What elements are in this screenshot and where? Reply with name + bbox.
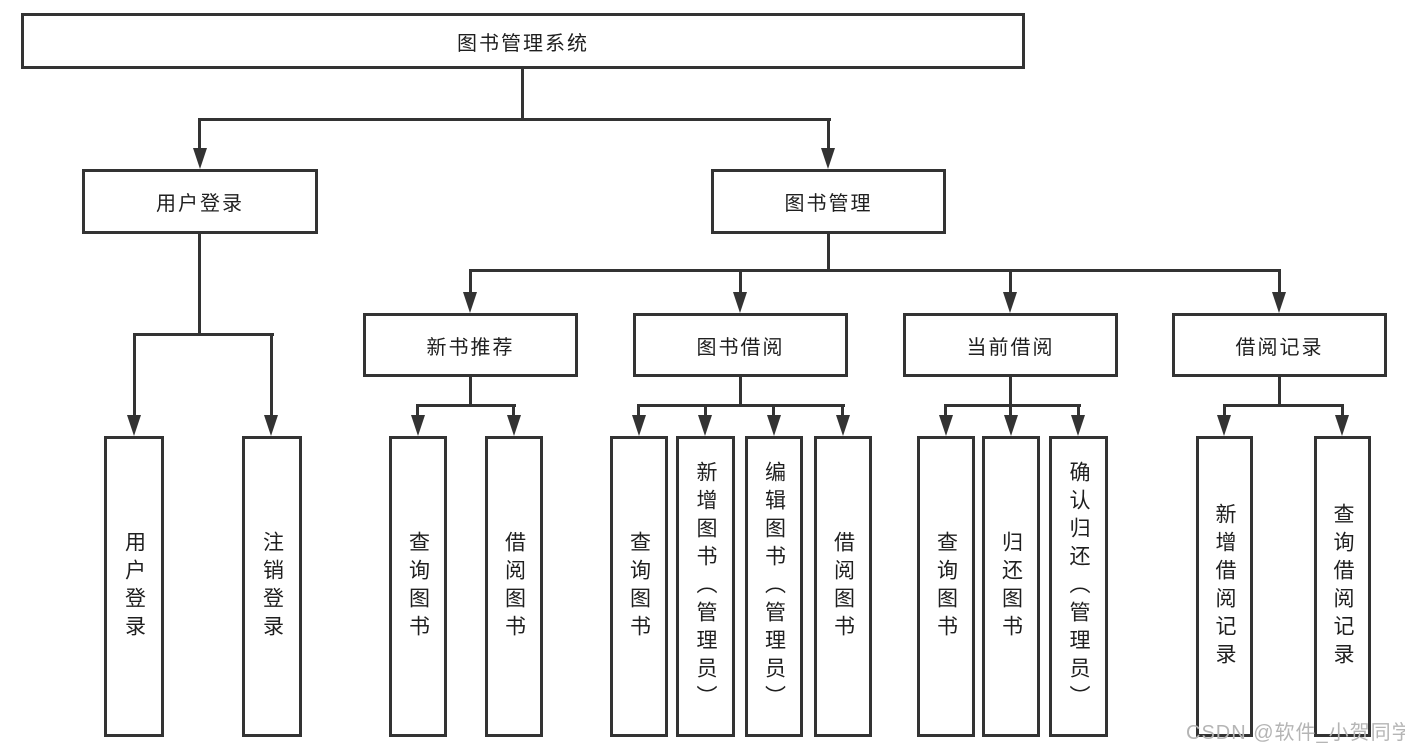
connector-line [198,121,201,149]
connector-line [416,406,419,416]
node-current-borrow: 当前借阅 [903,313,1118,377]
connector-line [637,406,640,416]
connector-line [521,69,524,118]
arrow-down-icon [939,415,953,436]
connector-line [469,269,1281,272]
leaf-query-books-recommend: 查询图书 [389,436,447,737]
connector-line [198,118,831,121]
node-book-management: 图书管理 [711,169,946,234]
connector-line [772,406,775,416]
arrow-down-icon [264,415,278,436]
node-new-book-recommend: 新书推荐 [363,313,578,377]
connector-line [704,406,707,416]
connector-line [198,234,201,335]
arrow-down-icon [507,415,521,436]
connector-line [1223,404,1344,407]
arrow-down-icon [698,415,712,436]
leaf-add-borrow-record: 新增借阅记录 [1196,436,1253,737]
watermark: CSDN @软件_小贺同学 [1186,722,1405,744]
arrow-down-icon [1004,415,1018,436]
leaf-query-borrow-record: 查询借阅记录 [1314,436,1371,737]
connector-line [512,406,515,416]
arrow-down-icon [127,415,141,436]
leaf-query-books-borrow: 查询图书 [610,436,668,737]
leaf-confirm-return-admin: 确认归还（管理员） [1049,436,1108,737]
connector-line [1077,406,1080,416]
connector-line [944,404,1081,407]
connector-line [944,406,947,416]
connector-line [1278,272,1281,293]
connector-line [1341,406,1344,416]
leaf-return-books: 归还图书 [982,436,1040,737]
arrow-down-icon [1272,292,1286,313]
node-user-login: 用户登录 [82,169,318,234]
leaf-query-books-current: 查询图书 [917,436,975,737]
arrow-down-icon [1217,415,1231,436]
connector-line [637,404,845,407]
connector-line [1009,377,1012,406]
leaf-borrow-books-recommend: 借阅图书 [485,436,543,737]
leaf-borrow-books: 借阅图书 [814,436,872,737]
arrow-down-icon [1071,415,1085,436]
node-library-system: 图书管理系统 [21,13,1025,69]
arrow-down-icon [733,292,747,313]
arrow-down-icon [1003,292,1017,313]
arrow-down-icon [767,415,781,436]
connector-line [469,377,472,406]
arrow-down-icon [411,415,425,436]
connector-line [133,333,274,336]
leaf-user-login: 用户登录 [104,436,164,737]
leaf-add-books-admin: 新增图书（管理员） [676,436,735,737]
arrow-down-icon [193,148,207,169]
arrow-down-icon [1335,415,1349,436]
connector-line [827,234,830,272]
connector-line [841,406,844,416]
connector-line [133,336,136,416]
node-book-borrow: 图书借阅 [633,313,848,377]
node-borrow-records: 借阅记录 [1172,313,1387,377]
connector-line [739,377,742,406]
connector-line [416,404,516,407]
connector-line [1009,272,1012,293]
arrow-down-icon [463,292,477,313]
arrow-down-icon [836,415,850,436]
connector-line [270,336,273,416]
connector-line [469,272,472,293]
connector-line [1278,377,1281,406]
connector-line [739,272,742,293]
connector-line [1223,406,1226,416]
connector-line [1009,406,1012,416]
arrow-down-icon [821,148,835,169]
leaf-logout: 注销登录 [242,436,302,737]
connector-line [827,121,830,149]
leaf-edit-books-admin: 编辑图书（管理员） [745,436,803,737]
arrow-down-icon [632,415,646,436]
